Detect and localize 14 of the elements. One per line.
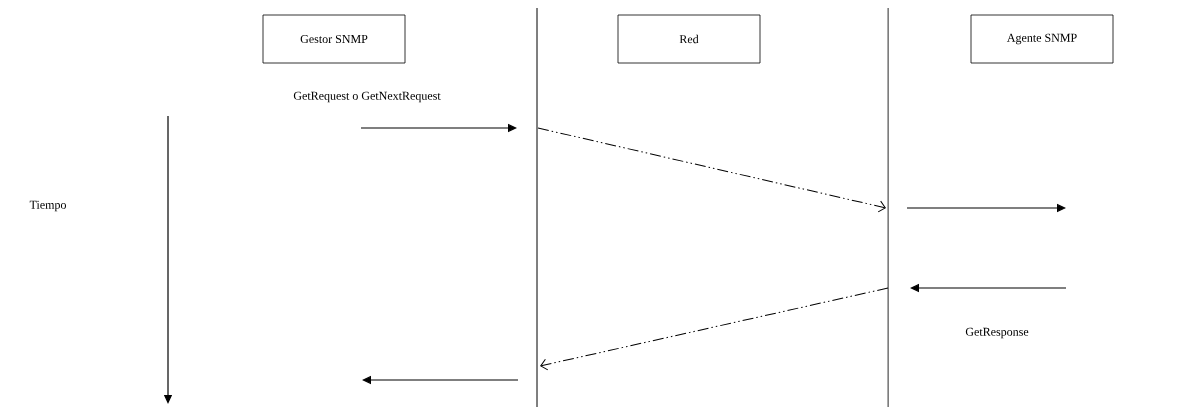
participant-box: Red (617, 14, 761, 64)
arrow (537, 127, 886, 213)
arrow (540, 287, 889, 371)
arrow (910, 284, 1067, 292)
participant-box: Gestor SNMP (262, 14, 406, 64)
arrow (362, 376, 519, 384)
lifeline (887, 7, 889, 407)
lifeline (536, 7, 538, 407)
arrow (360, 124, 517, 132)
axis-label: Tiempo (29, 200, 66, 212)
participant-box: Agente SNMP (970, 14, 1114, 64)
arrow (906, 204, 1066, 212)
edge-label: GetResponse (964, 326, 1030, 340)
edge-label: GetRequest o GetNextRequest (292, 90, 442, 104)
